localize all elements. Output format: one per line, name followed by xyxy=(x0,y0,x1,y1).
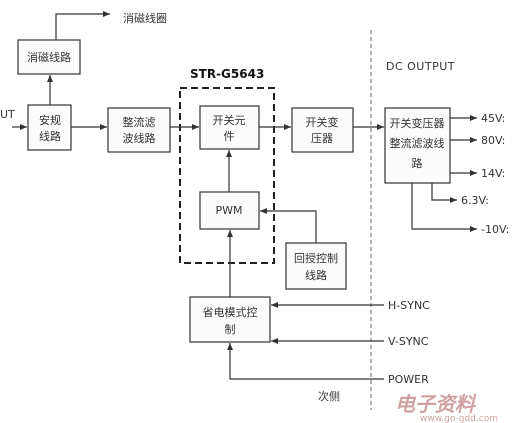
switch-element-label-2: 件 xyxy=(224,130,235,143)
output-rectifier-block xyxy=(384,107,451,184)
switch-element-block xyxy=(199,105,260,150)
demag-circuit-label: 消磁线路 xyxy=(27,50,71,64)
output-minus10v-label: -10V: xyxy=(481,223,509,236)
safety-circuit-label-2: 线路 xyxy=(39,129,61,143)
switch-element-label-1: 开关元 xyxy=(213,113,246,127)
pwm-block xyxy=(199,191,260,230)
feedback-to-pwm-arrow xyxy=(260,208,317,243)
feedback-control-label-1: 回授控制 xyxy=(294,251,338,265)
power-save-block xyxy=(189,296,271,343)
input-label: UT xyxy=(0,108,15,121)
switch-transformer-label-1: 开关变 xyxy=(306,115,339,129)
output-45v-label: 45V: xyxy=(481,112,505,125)
safety-circuit-block xyxy=(27,104,72,151)
vsync-label: V-SYNC xyxy=(388,335,429,348)
power-signal-label: POWER xyxy=(388,373,429,386)
rectifier-filter-label-2: 波线路 xyxy=(123,131,156,145)
power-signal-arrow xyxy=(227,343,384,380)
output-6v3-label: 6.3V: xyxy=(461,194,489,207)
dc-output-label: DC OUTPUT xyxy=(386,60,455,73)
watermark-logo: 电子资料 xyxy=(395,392,477,416)
output-80v-label: 80V: xyxy=(481,134,505,147)
watermark-url: www.go-gdd.com xyxy=(420,414,498,423)
power-save-label-2: 制 xyxy=(225,323,236,336)
demag-circuit-block xyxy=(17,39,81,75)
feedback-control-block xyxy=(285,242,347,290)
pwm-label: PWM xyxy=(215,204,242,217)
demag-output-arrow xyxy=(55,11,110,40)
output-rectifier-label-2: 整流滤波线 xyxy=(390,136,445,150)
rectifier-filter-block xyxy=(107,107,171,153)
output-rectifier-label-1: 开关变压器 xyxy=(390,116,445,130)
output-6v3-arrow xyxy=(431,183,457,203)
chip-dashed-boundary xyxy=(179,87,275,264)
output-rectifier-label-3: 路 xyxy=(412,157,423,170)
switch-transformer-block xyxy=(291,107,354,153)
feedback-control-label-2: 线路 xyxy=(305,268,327,282)
chip-label: STR-G5643 xyxy=(190,67,264,81)
demag-coil-label: 消磁线圈 xyxy=(123,11,167,25)
hsync-label: H-SYNC xyxy=(388,299,430,312)
rectifier-filter-label-1: 整流滤 xyxy=(123,115,156,129)
output-minus10v-arrow xyxy=(411,183,477,232)
safety-circuit-label-1: 安规 xyxy=(39,113,61,127)
switch-transformer-label-2: 压器 xyxy=(311,132,333,145)
secondary-side-label: 次侧 xyxy=(318,389,340,403)
output-14v-label: 14V: xyxy=(481,167,505,180)
power-save-label-1: 省电模式控 xyxy=(203,305,258,319)
